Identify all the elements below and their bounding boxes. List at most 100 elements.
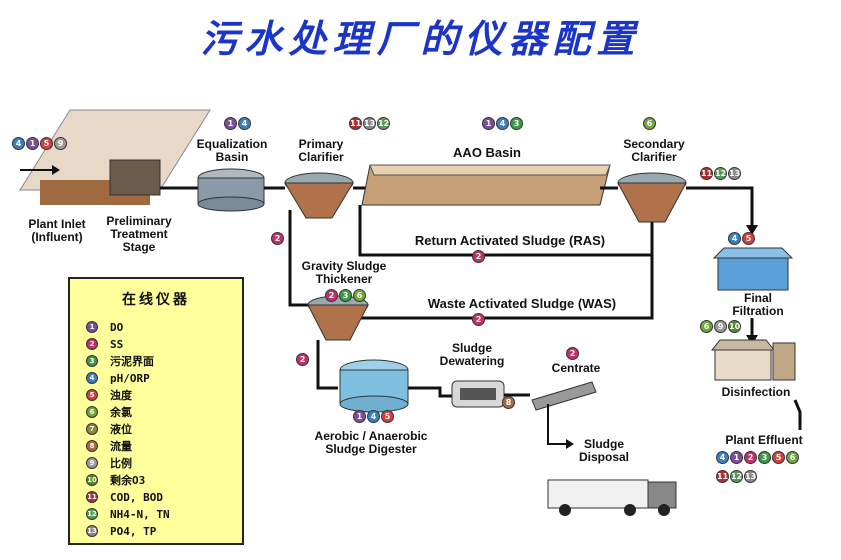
label-digester: Aerobic / Anaerobic Sludge Digester: [314, 429, 428, 456]
primary-clarifier-cone: [284, 182, 354, 219]
instrument-badge-icon: 5: [381, 410, 394, 423]
instrument-badge-icon: 10: [728, 320, 741, 333]
label-equalization: Equalization Basin: [196, 137, 268, 164]
centrate-conveyor: [531, 381, 597, 411]
instrument-badge-icon: 4: [12, 137, 25, 150]
primary-sludge-line: [288, 210, 315, 307]
disinfection-building: [714, 349, 772, 381]
instrument-badge-icon: 3: [758, 451, 771, 464]
legend-item: 7 液位: [86, 421, 132, 437]
instrument-badge-icon: 11: [700, 167, 713, 180]
instrument-badge-icon: 6: [700, 320, 713, 333]
instrument-badge-icon: 2: [472, 313, 485, 326]
instrument-badge-icon: 1: [482, 117, 495, 130]
instrument-badge-icon: 5: [742, 232, 755, 245]
instrument-badge-icon: 9: [54, 137, 67, 150]
ras-line: [358, 205, 654, 257]
instrument-badge-icon: 12: [730, 470, 743, 483]
instrument-badge-icon: 11: [349, 117, 362, 130]
instrument-badge-icon: 13: [744, 470, 757, 483]
instrument-badge-icon: 6: [643, 117, 656, 130]
legend-item: 4 pH/ORP: [86, 370, 150, 386]
label-disinfection: Disinfection: [721, 385, 791, 399]
secondary-clarifier-cone: [617, 182, 687, 223]
label-dewatering: Sludge Dewatering: [439, 341, 505, 368]
legend-item: 13 PO4, TP: [86, 523, 156, 539]
legend-item-label: 浊度: [110, 389, 132, 402]
legend-item-label: NH4-N, TN: [110, 507, 170, 521]
sludge-truck: [547, 479, 649, 509]
thickener-cone: [307, 304, 369, 341]
legend-item: 3 污泥界面: [86, 353, 154, 369]
instrument-badge-icon: 2: [325, 289, 338, 302]
legend-item-label: pH/ORP: [110, 371, 150, 385]
instrument-badge-icon: 2: [271, 232, 284, 245]
legend-dot-icon: 6: [86, 406, 98, 418]
legend-dot-icon: 5: [86, 389, 98, 401]
legend-item-label: 余氯: [110, 406, 132, 419]
instrument-badge-icon: 3: [510, 117, 523, 130]
instrument-badge-icon: 1: [353, 410, 366, 423]
legend-item: 11 COD, BOD: [86, 489, 163, 505]
instrument-badge-icon: 4: [238, 117, 251, 130]
instrument-badge-icon: 5: [772, 451, 785, 464]
instrument-badge-icon: 1: [730, 451, 743, 464]
label-aao: AAO Basin: [453, 145, 521, 160]
legend-item-label: DO: [110, 320, 124, 334]
legend-item-label: 流量: [110, 440, 132, 453]
label-secondary: Secondary Clarifier: [623, 137, 685, 164]
legend-item: 5 浊度: [86, 387, 132, 403]
legend-dot-icon: 12: [86, 508, 98, 520]
was-line: [360, 255, 654, 320]
label-effluent: Plant Effluent: [725, 433, 803, 447]
instrument-badge-icon: 2: [472, 250, 485, 263]
legend-dot-icon: 2: [86, 338, 98, 350]
instrument-badge-icon: 2: [744, 451, 757, 464]
instrument-badge-icon: 9: [714, 320, 727, 333]
legend-dot-icon: 13: [86, 525, 98, 537]
legend-dot-icon: 4: [86, 372, 98, 384]
instrument-badge-icon: 4: [728, 232, 741, 245]
instrument-badge-icon: 1: [26, 137, 39, 150]
instrument-badge-icon: 8: [502, 396, 515, 409]
legend-item-label: 比例: [110, 457, 132, 470]
instrument-badge-icon: 2: [296, 353, 309, 366]
instrument-badge-icon: 3: [339, 289, 352, 302]
legend-dot-icon: 3: [86, 355, 98, 367]
legend-dot-icon: 10: [86, 474, 98, 486]
instrument-badge-icon: 13: [728, 167, 741, 180]
label-disposal: Sludge Disposal: [578, 437, 629, 464]
instrument-badge-icon: 1: [224, 117, 237, 130]
legend-dot-icon: 11: [86, 491, 98, 503]
legend-item-label: 污泥界面: [110, 355, 154, 368]
label-centrate: Centrate: [551, 361, 601, 375]
legend-item-label: 液位: [110, 423, 132, 436]
legend-item-label: COD, BOD: [110, 490, 163, 504]
instrument-badge-icon: 6: [786, 451, 799, 464]
instrument-badge-icon: 11: [716, 470, 729, 483]
label-plant-inlet: Plant Inlet (Influent): [28, 217, 86, 244]
instrument-badge-icon: 5: [40, 137, 53, 150]
legend-item: 12 NH4-N, TN: [86, 506, 170, 522]
screen-structure: [109, 159, 161, 196]
instrument-badge-icon: 12: [714, 167, 727, 180]
legend-item: 6 余氯: [86, 404, 132, 420]
instrument-badge-icon: 2: [566, 347, 579, 360]
instrument-badge-icon: 4: [496, 117, 509, 130]
final-filtration-building: [717, 257, 789, 291]
legend-dot-icon: 9: [86, 457, 98, 469]
page-title: 污水处理厂的仪器配置: [200, 16, 641, 61]
instrument-badge-icon: 12: [377, 117, 390, 130]
label-was: Waste Activated Sludge (WAS): [427, 296, 617, 311]
label-primary: Primary Clarifier: [298, 137, 344, 164]
label-preliminary: Preliminary Treatment Stage: [106, 214, 172, 254]
legend-item-label: SS: [110, 337, 124, 351]
legend-item: 2 SS: [86, 336, 123, 352]
legend-dot-icon: 7: [86, 423, 98, 435]
legend-item-label: PO4, TP: [110, 524, 157, 538]
legend-dot-icon: 1: [86, 321, 98, 333]
